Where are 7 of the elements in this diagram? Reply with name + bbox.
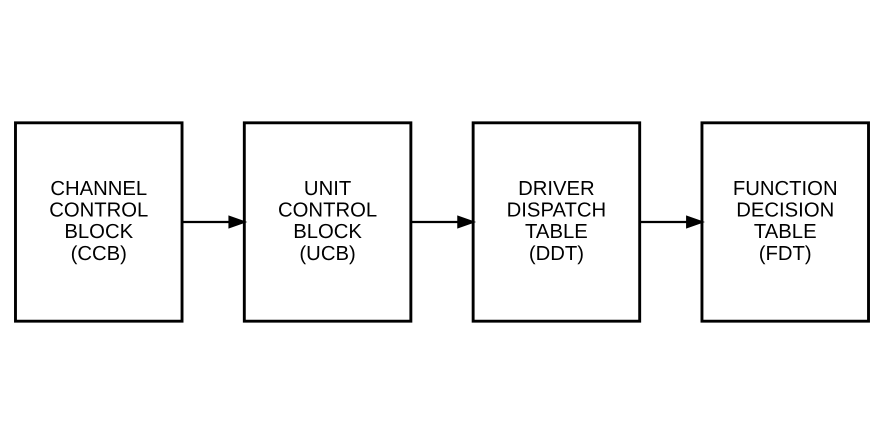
arrow — [411, 215, 476, 229]
node-box: DRIVER DISPATCH TABLE (DDT) — [472, 121, 642, 323]
node-box: UNIT CONTROL BLOCK (UCB) — [242, 121, 412, 323]
node-box: FUNCTION DECISION TABLE (FDT) — [700, 121, 870, 323]
node-box: CHANNEL CONTROL BLOCK (CCB) — [14, 121, 184, 323]
arrow — [182, 215, 248, 229]
arrow — [640, 215, 705, 229]
